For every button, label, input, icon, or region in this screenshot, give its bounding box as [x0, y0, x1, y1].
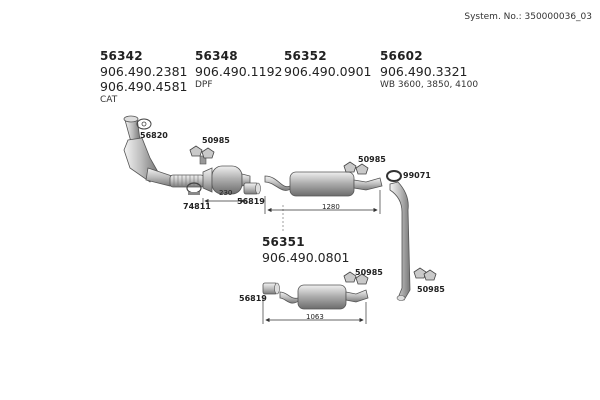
gasket-pair-50985: [413, 267, 437, 281]
flex-pipe: [169, 174, 205, 188]
part-number: 56602: [380, 49, 423, 63]
gasket-pair-50985: [343, 271, 369, 285]
dpf-filter: [199, 155, 251, 195]
part-56352: 56352 906.490.0901: [284, 50, 371, 78]
part-code: 906.490.0901: [284, 63, 372, 79]
gasket-pair-50985: [343, 161, 369, 175]
system-number: System. No.: 350000036_03: [464, 12, 592, 22]
callout-56820: 56820: [140, 131, 168, 140]
callout-99071: 99071: [403, 171, 431, 180]
part-56351: 56351 906.490.0801: [262, 236, 349, 264]
part-code: 906.490.0801: [262, 249, 350, 265]
part-56348: 56348 906.490.1192 DPF: [195, 50, 282, 90]
catalytic-converter: [123, 115, 173, 187]
part-code: 906.490.3321: [380, 63, 468, 79]
part-56602: 56602 906.490.3321 WB 3600, 3850, 4100: [380, 50, 478, 90]
tail-pipe: [389, 181, 411, 301]
dimension-label-230: 230: [219, 189, 233, 197]
part-number: 56342: [100, 49, 143, 63]
dimension-label-1280: 1280: [322, 203, 340, 211]
callout-50985: 50985: [355, 268, 383, 277]
clamp-74811: [186, 182, 202, 195]
center-silencer: [264, 171, 383, 197]
callout-50985: 50985: [202, 136, 230, 145]
part-code: 906.490.4581: [100, 78, 188, 94]
dimension-1280: [264, 190, 381, 214]
callout-56819: 56819: [239, 294, 267, 303]
clamp-99071: [386, 170, 402, 182]
part-note: DPF: [195, 79, 213, 90]
part-56342: 56342 906.490.2381 906.490.4581 CAT: [100, 50, 187, 105]
part-code: 906.490.2381: [100, 63, 188, 79]
lower-silencer: [279, 284, 369, 310]
callout-74811: 74811: [183, 202, 211, 211]
callout-50985: 50985: [358, 155, 386, 164]
sleeve-56819: [243, 182, 261, 195]
dimension-1063: [262, 296, 367, 324]
part-code: 906.490.1192: [195, 63, 283, 79]
callout-50985: 50985: [417, 285, 445, 294]
dimension-230: [202, 198, 247, 204]
part-number: 56348: [195, 49, 238, 63]
gasket-56820: [136, 118, 152, 130]
part-note: WB 3600, 3850, 4100: [380, 79, 479, 90]
sleeve-56819-lower: [262, 282, 280, 295]
dimension-label-1063: 1063: [306, 313, 324, 321]
part-note: CAT: [100, 94, 118, 105]
part-number: 56351: [262, 235, 305, 249]
gasket-pair-50985: [189, 145, 215, 159]
part-number: 56352: [284, 49, 327, 63]
callout-56819: 56819: [237, 197, 265, 206]
